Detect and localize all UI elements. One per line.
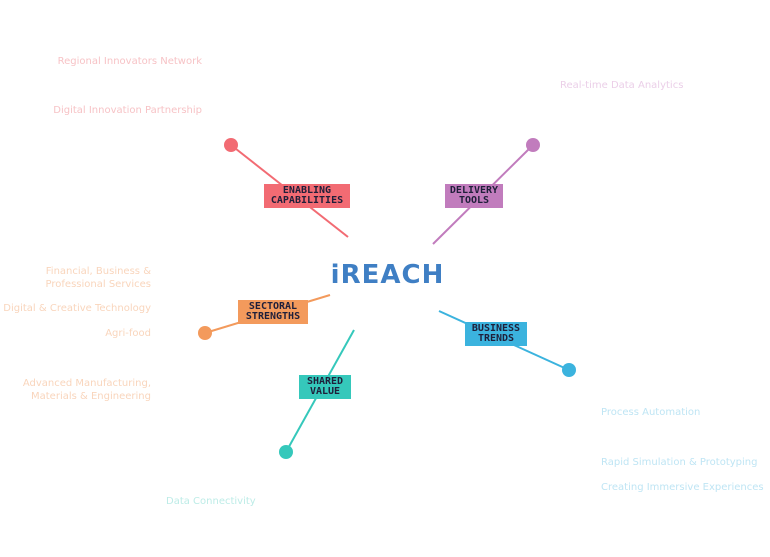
branch-node-sectoral [198,326,212,340]
leaf-agri-food: Agri-food [105,328,151,339]
leaf-advanced-manufacturing-materials-engineering: Advanced Manufacturing, Materials & Engi… [22,378,151,402]
branch-node-enabling [224,138,238,152]
branch-node-shared [279,445,293,459]
branch-label-enabling-capabilities: ENABLING CAPABILITIES [264,184,350,208]
branch-label-shared-value: SHARED VALUE [299,375,351,399]
leaf-regional-innovators-network: Regional Innovators Network [57,56,202,67]
leaf-data-connectivity: Data Connectivity [166,496,256,507]
branch-label-delivery-tools: DELIVERY TOOLS [445,184,503,208]
branch-label-business-trends: BUSINESS TRENDS [465,322,527,346]
leaf-creating-immersive-experiences: Creating Immersive Experiences [601,482,764,493]
branch-node-business [562,363,576,377]
leaf-digital-innovation-partnership: Digital Innovation Partnership [53,105,202,116]
branch-label-sectoral-strengths: SECTORAL STRENGTHS [238,300,308,324]
leaf-rapid-simulation-prototyping: Rapid Simulation & Prototyping [601,457,758,468]
leaf-digital-creative-technology: Digital & Creative Technology [3,303,151,314]
branch-node-delivery [526,138,540,152]
leaf-real-time-data-analytics: Real-time Data Analytics [560,80,684,91]
leaf-financial-business-professional-services: Financial, Business & Professional Servi… [45,266,151,290]
leaf-process-automation: Process Automation [601,407,701,418]
center-title: iREACH [330,260,445,290]
